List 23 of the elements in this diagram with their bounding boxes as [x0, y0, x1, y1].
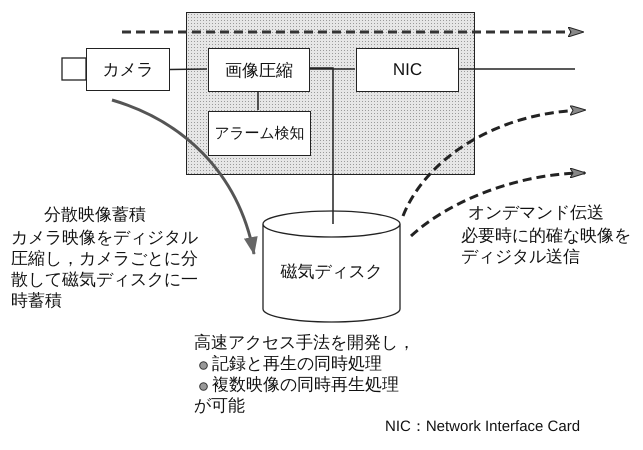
connector-line	[170, 68, 208, 70]
description-text: 高速アクセス手法を開発し，	[194, 333, 415, 354]
connector-line	[257, 91, 259, 110]
description-text: が可能	[194, 396, 245, 417]
feature-heading: オンデマンド伝送	[468, 203, 604, 224]
dashed-arrow	[402, 105, 586, 217]
camera-box: カメラ	[86, 48, 170, 91]
connector-line	[309, 67, 334, 224]
process-box: アラーム検知	[208, 111, 311, 156]
process-box: 画像圧縮	[208, 48, 310, 92]
bullet-item: 記録と再生の同時処理	[212, 354, 382, 375]
disk-cylinder: 磁気ディスク	[262, 210, 401, 323]
connector-line	[309, 68, 355, 70]
feature-heading: 分散映像蓄積	[44, 205, 146, 226]
process-box: NIC	[356, 48, 459, 92]
bullet-item: 複数映像の同時再生処理	[212, 375, 399, 396]
abbreviation-note: NIC：Network Interface Card	[385, 417, 580, 437]
connector-line	[458, 68, 575, 70]
description-text: カメラ映像をディジタル圧縮し，カメラごとに分散して磁気ディスクに一時蓄積	[11, 228, 199, 312]
description-text: 必要時に的確な映像をディジタル送信	[461, 226, 632, 268]
curved-arrow	[112, 98, 257, 255]
device-panel	[186, 12, 475, 175]
dashed-arrow	[410, 168, 586, 238]
